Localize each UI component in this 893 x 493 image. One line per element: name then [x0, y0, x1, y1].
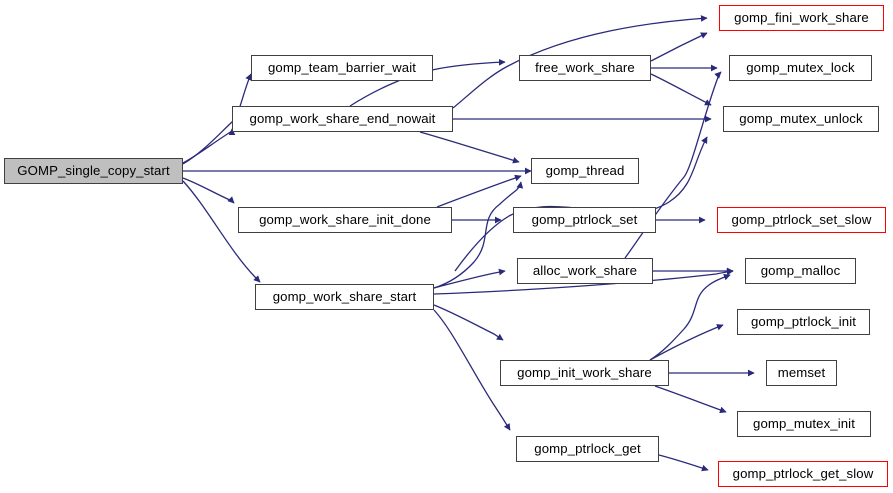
node-label: gomp_thread [545, 163, 625, 179]
node-label: gomp_mutex_lock [746, 60, 855, 76]
edge-gomp_work_share_start-to-gomp_ptrlock_get [433, 309, 511, 431]
node-label: gomp_team_barrier_wait [267, 60, 417, 76]
node-label: gomp_init_work_share [517, 365, 652, 381]
edge-gomp_work_share_end_nowait-to-gomp_thread [419, 131, 520, 164]
node-label: gomp_ptrlock_set [531, 212, 638, 228]
node-free_work_share[interactable]: free_work_share [519, 55, 651, 81]
node-alloc_work_share[interactable]: alloc_work_share [517, 258, 653, 284]
node-gomp_mutex_init[interactable]: gomp_mutex_init [737, 411, 871, 437]
node-gomp_ptrlock_set[interactable]: gomp_ptrlock_set [513, 207, 656, 233]
edge-gomp_work_share_start-to-alloc_work_share [433, 268, 506, 289]
node-gomp_mutex_unlock[interactable]: gomp_mutex_unlock [723, 106, 879, 132]
edge-gomp_init_work_share-to-gomp_malloc [649, 273, 731, 361]
node-label: gomp_malloc [760, 263, 841, 279]
node-gomp_fini_work_share[interactable]: gomp_fini_work_share [719, 5, 884, 31]
node-label: gomp_ptrlock_set_slow [731, 212, 872, 228]
node-gomp_ptrlock_get[interactable]: gomp_ptrlock_get [516, 436, 659, 462]
node-label: alloc_work_share [532, 263, 638, 279]
edge-group [182, 15, 755, 472]
node-memset[interactable]: memset [766, 360, 837, 386]
edge-gomp_work_share_start-to-gomp_thread [433, 181, 524, 289]
edge-gomp_single_copy_start-to-gomp_work_share_init_done [182, 177, 235, 204]
edge-gomp_work_share_start-to-gomp_malloc [433, 268, 734, 295]
node-gomp_malloc[interactable]: gomp_malloc [745, 258, 856, 284]
node-label: memset [777, 365, 826, 381]
node-gomp_single_copy_start[interactable]: GOMP_single_copy_start [4, 158, 183, 184]
node-gomp_ptrlock_init[interactable]: gomp_ptrlock_init [737, 309, 870, 335]
node-label: free_work_share [535, 60, 635, 76]
edge-gomp_init_work_share-to-gomp_mutex_init [654, 385, 727, 414]
edge-gomp_init_work_share-to-gomp_ptrlock_init [649, 324, 724, 361]
node-label: gomp_mutex_init [753, 416, 855, 432]
node-label: gomp_work_share_init_done [259, 212, 431, 228]
node-gomp_work_share_init_done[interactable]: gomp_work_share_init_done [238, 207, 452, 233]
node-gomp_ptrlock_get_slow[interactable]: gomp_ptrlock_get_slow [718, 461, 888, 487]
node-label: gomp_work_share_end_nowait [249, 111, 436, 127]
node-label: GOMP_single_copy_start [17, 163, 170, 179]
node-gomp_work_share_end_nowait[interactable]: gomp_work_share_end_nowait [232, 106, 453, 132]
node-label: gomp_fini_work_share [734, 10, 869, 26]
node-gomp_ptrlock_set_slow[interactable]: gomp_ptrlock_set_slow [717, 207, 886, 233]
node-gomp_init_work_share[interactable]: gomp_init_work_share [500, 360, 669, 386]
edge-gomp_work_share_init_done-to-gomp_thread [436, 174, 522, 208]
edge-gomp_ptrlock_get-to-gomp_ptrlock_get_slow [658, 454, 709, 472]
edge-free_work_share-to-gomp_fini_work_share [650, 32, 708, 62]
node-label: gomp_ptrlock_init [750, 314, 857, 330]
node-gomp_team_barrier_wait[interactable]: gomp_team_barrier_wait [251, 55, 433, 81]
edge-free_work_share-to-gomp_mutex_unlock [650, 73, 712, 106]
node-gomp_mutex_lock[interactable]: gomp_mutex_lock [729, 55, 872, 81]
edge-gomp_work_share_end_nowait-to-gomp_fini_work_share [452, 15, 708, 109]
edge-gomp_work_share_start-to-gomp_init_work_share [433, 304, 504, 341]
node-gomp_work_share_start[interactable]: gomp_work_share_start [255, 284, 434, 310]
node-label: gomp_work_share_start [272, 289, 417, 305]
node-label: gomp_ptrlock_get [534, 441, 641, 457]
node-gomp_thread[interactable]: gomp_thread [531, 158, 639, 184]
node-label: gomp_ptrlock_get_slow [732, 466, 874, 482]
edge-gomp_single_copy_start-to-gomp_work_share_start [182, 180, 261, 283]
node-label: gomp_mutex_unlock [739, 111, 863, 127]
